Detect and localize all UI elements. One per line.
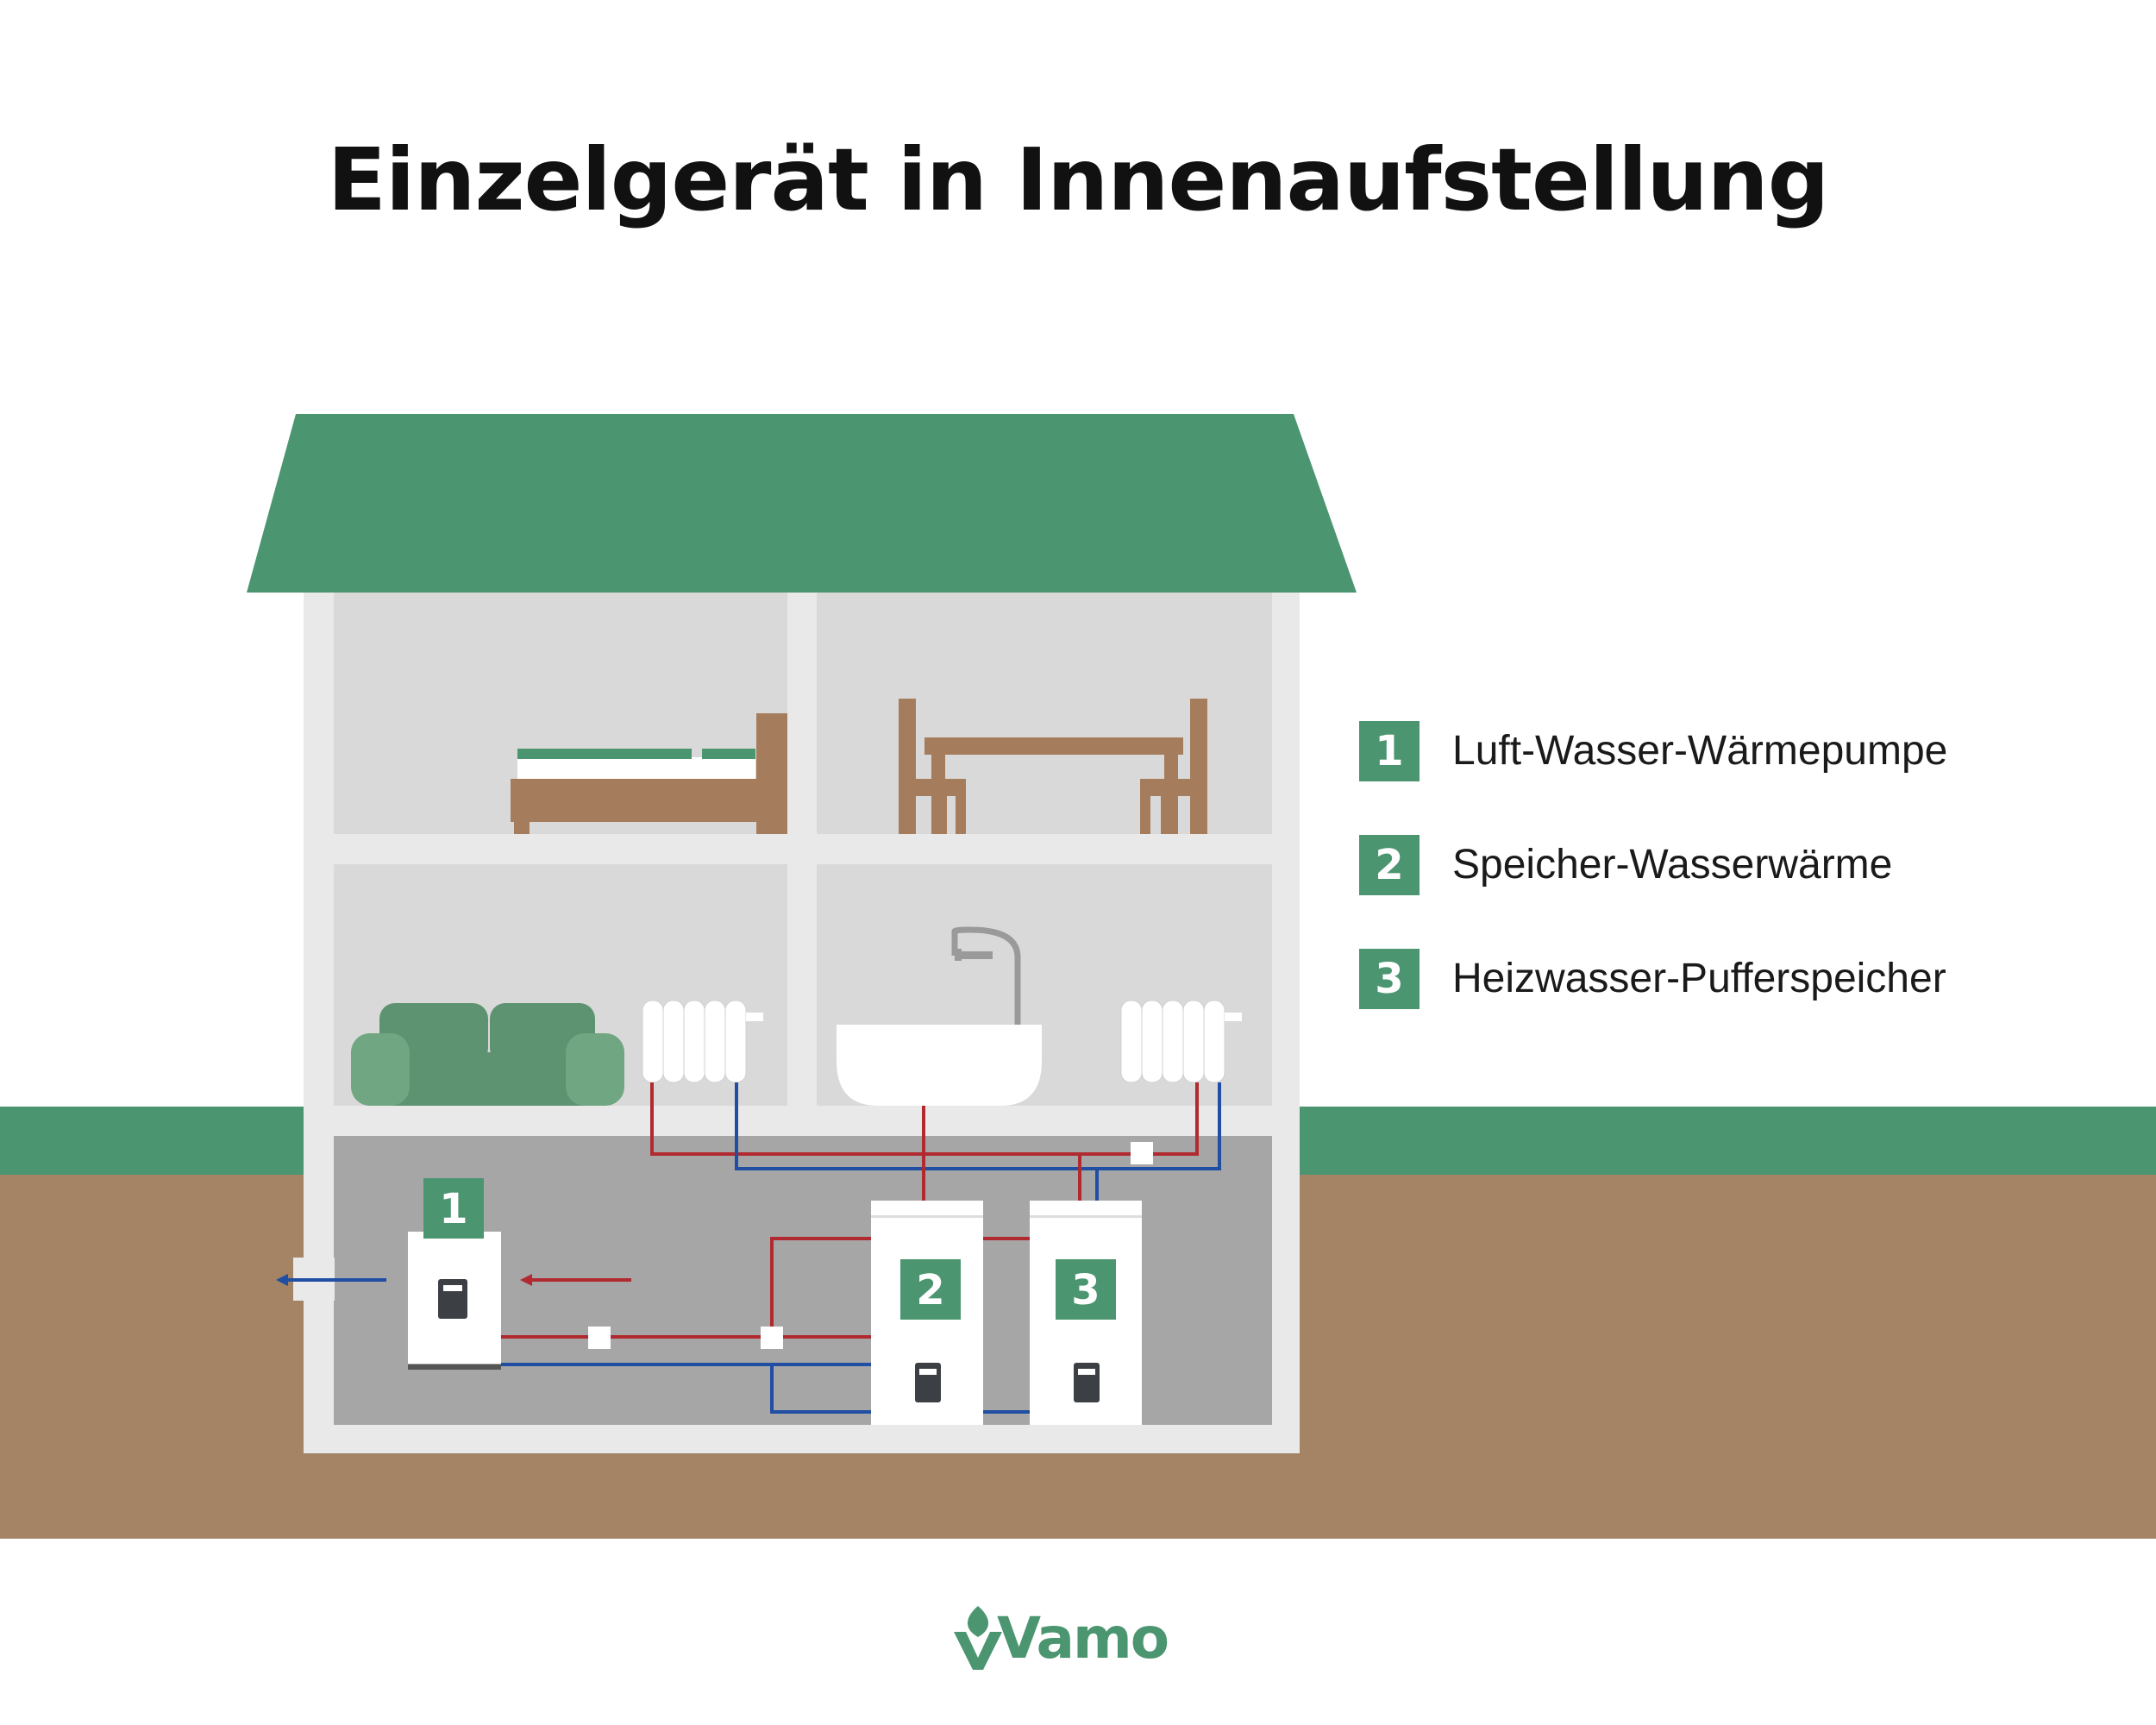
airflow-in-arrow xyxy=(520,1274,631,1286)
sofa-icon xyxy=(351,1003,624,1106)
legend-number-badge: 3 xyxy=(1359,949,1420,1009)
legend-label: Heizwasser-Pufferspeicher xyxy=(1452,956,1946,1001)
cold-pipe xyxy=(735,1082,1221,1170)
valve-icon xyxy=(761,1327,783,1349)
radiator-icon xyxy=(642,1000,763,1083)
legend-label: Speicher-Wasserwärme xyxy=(1452,842,1893,888)
radiator-icon xyxy=(1120,1000,1242,1083)
vamo-logo: Vamo xyxy=(949,1603,1207,1672)
legend-number-badge: 2 xyxy=(1359,835,1420,895)
bed-icon xyxy=(511,713,787,834)
legend-label: Luft-Wasser-Wärmepumpe xyxy=(1452,728,1948,774)
buffer-tank: 3 xyxy=(1030,1201,1142,1425)
bathtub-icon xyxy=(837,926,1042,1106)
hot-water-tank: 2 xyxy=(871,1201,983,1425)
svg-text:1: 1 xyxy=(439,1185,467,1233)
svg-text:2: 2 xyxy=(916,1266,944,1314)
roof xyxy=(247,414,1357,593)
leaf-icon xyxy=(954,1606,1002,1670)
page-title: Einzelgerät in Innenaufstellung xyxy=(327,129,1830,230)
dining-table-icon xyxy=(899,699,1207,834)
svg-text:3: 3 xyxy=(1071,1266,1100,1314)
logo-text: Vamo xyxy=(997,1605,1169,1672)
valve-icon xyxy=(1131,1142,1153,1164)
airflow-out-arrow xyxy=(276,1274,386,1286)
heat-pump-unit: 1 xyxy=(408,1178,501,1370)
valve-icon xyxy=(588,1327,611,1349)
legend-number-badge: 1 xyxy=(1359,721,1420,781)
